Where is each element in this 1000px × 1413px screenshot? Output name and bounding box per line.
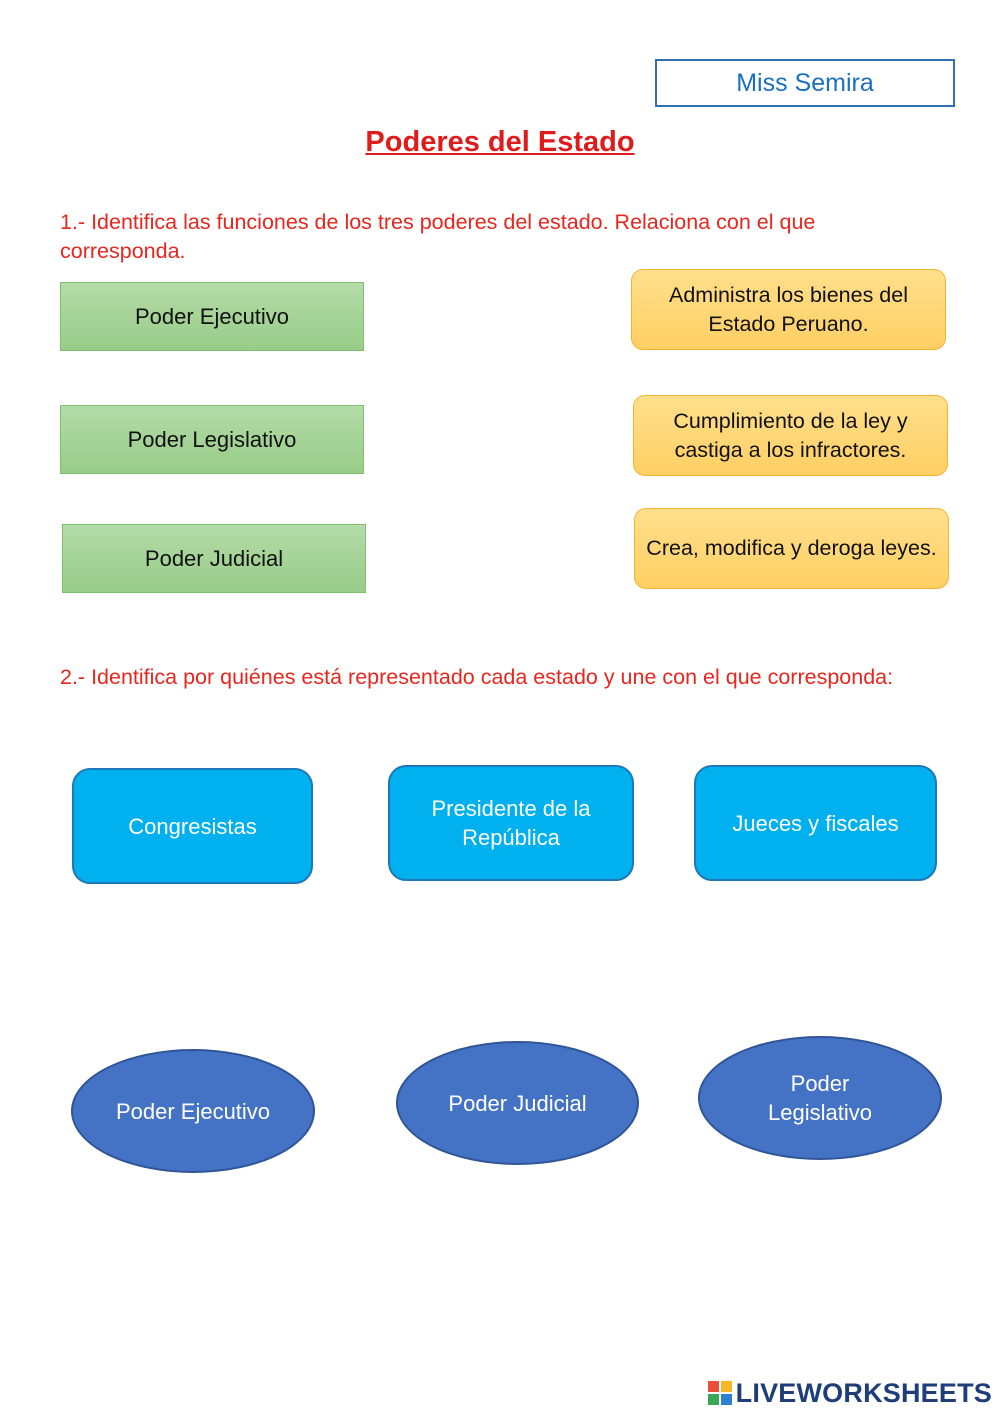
power-oval-label: Poder Legislativo [768,1071,872,1125]
power-box-judicial[interactable]: Poder Judicial [62,524,366,593]
power-oval-label: Poder Judicial [448,1090,587,1116]
instruction-1: 1.- Identifica las funciones de los tres… [60,210,816,263]
function-box-cumplimiento[interactable]: Cumplimiento de la ley y castiga a los i… [633,395,948,476]
function-label: Cumplimiento de la ley y castiga a los i… [673,408,908,462]
representative-label: Jueces y fiscales [732,810,899,836]
author-name: Miss Semira [736,68,874,97]
instruction-2: 2.- Identifica por quiénes está represen… [60,665,894,689]
brand-name: LIVEWORKSHEETS [735,1377,992,1408]
liveworksheets-logo-icon [707,1381,732,1405]
representative-box-jueces[interactable]: Jueces y fiscales [694,765,937,881]
author-box: Miss Semira [655,59,955,107]
power-box-legislativo[interactable]: Poder Legislativo [60,405,364,474]
representative-box-congresistas[interactable]: Congresistas [72,768,313,884]
power-label: Poder Ejecutivo [134,303,290,329]
function-label: Crea, modifica y deroga leyes. [646,536,937,560]
power-label: Poder Legislativo [127,426,297,452]
power-box-ejecutivo[interactable]: Poder Ejecutivo [60,282,364,351]
function-box-crea[interactable]: Crea, modifica y deroga leyes. [634,508,949,589]
representative-label: Congresistas [128,813,257,839]
power-oval-label: Poder Ejecutivo [115,1098,271,1124]
power-label: Poder Judicial [144,545,284,571]
power-oval-judicial[interactable]: Poder Judicial [396,1041,639,1165]
power-oval-ejecutivo[interactable]: Poder Ejecutivo [71,1049,315,1173]
page-title: Poderes del Estado [365,126,635,158]
representative-label: Presidente de la República [431,796,591,850]
function-box-administra[interactable]: Administra los bienes del Estado Peruano… [631,269,946,350]
liveworksheets-logo: LIVEWORKSHEETS [707,1377,992,1408]
power-oval-legislativo[interactable]: Poder Legislativo [698,1036,942,1160]
function-label: Administra los bienes del Estado Peruano… [668,282,908,336]
representative-box-presidente[interactable]: Presidente de la República [388,765,634,881]
